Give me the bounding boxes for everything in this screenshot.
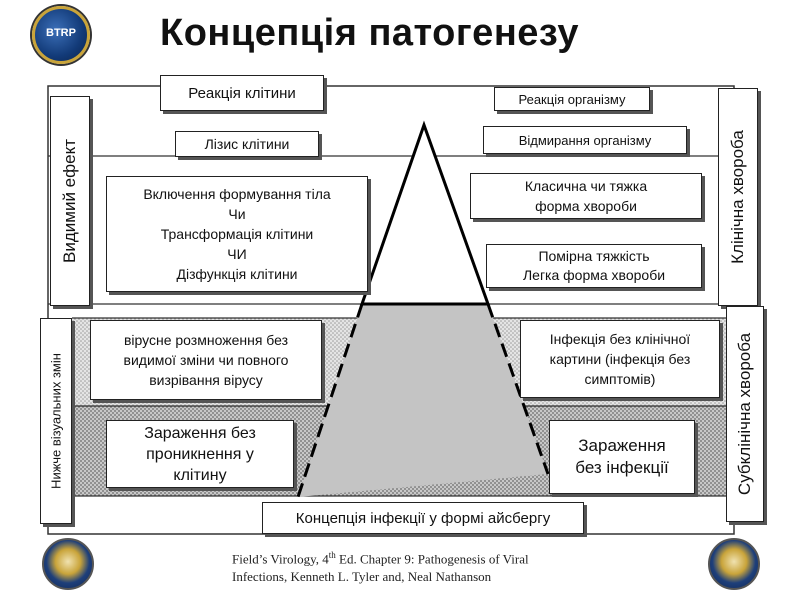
cell-lysis-box: Лізис клітини (175, 131, 319, 157)
classic-disease-line: форма хвороби (535, 198, 637, 214)
moderate-disease-box: Помірна тяжкість Легка форма хвороби (486, 244, 702, 288)
btrp-logo: BTRP (32, 6, 90, 64)
source-citation: Field’s Virology, 4th Ed. Chapter 9: Pat… (232, 546, 529, 586)
virus-replication-box: вірусне розмноження без видимої зміни чи… (90, 320, 322, 400)
visible-effect-label-box: Видимий ефект (50, 96, 90, 306)
iceberg-submerged (298, 304, 548, 497)
iceberg-dashed-edge (296, 303, 364, 498)
exposure-no-penetration-line: Зараження без (144, 424, 256, 442)
organism-reaction-header: Реакція організму (494, 87, 650, 111)
visible-effect-label: Видимий ефект (60, 139, 79, 263)
exposure-no-infection-line: без інфекції (575, 458, 669, 477)
exposure-no-penetration-line: проникнення у (146, 445, 254, 463)
source-line-2: Infections, Kenneth L. Tyler and, Neal N… (232, 569, 492, 585)
classic-disease-box: Класична чи тяжка форма хвороби (470, 173, 702, 219)
source-line-1: Field’s Virology, 4th Ed. Chapter 9: Pat… (232, 550, 529, 567)
dtra-seal-right (708, 538, 760, 590)
below-visual-label: Нижче візуальних змін (48, 353, 64, 489)
inclusion-line: ЧИ (227, 246, 247, 262)
exposure-no-infection-line: Зараження (578, 436, 666, 455)
inclusion-line: Включення формування тіла (143, 186, 331, 202)
classic-disease-line: Класична чи тяжка (524, 178, 648, 194)
subclinical-disease-label: Субклінічна хвороба (735, 332, 754, 496)
moderate-disease-line: Помірна тяжкість (538, 248, 650, 264)
iceberg-concept-label: Концепція інфекції у формі айсбергу (262, 502, 584, 534)
subclinical-disease-label-box: Субклінічна хвороба (726, 306, 764, 522)
iceberg-visible (359, 120, 491, 306)
asymptomatic-infection-line: Інфекція без клінічної (549, 331, 691, 347)
inclusion-body-box: Включення формування тіла Чи Трансформац… (106, 176, 368, 292)
below-visual-label-box: Нижче візуальних змін (40, 318, 72, 524)
clinical-disease-label-box: Клінічна хвороба (718, 88, 758, 306)
inclusion-line: Дізфункція клітини (176, 266, 298, 282)
dtra-seal-left (42, 538, 94, 590)
asymptomatic-infection-line: симптомів) (584, 371, 656, 387)
exposure-no-infection-box: Зараження без інфекції (549, 420, 695, 494)
exposure-no-penetration-line: клітину (173, 466, 227, 484)
virus-replication-line: визрівання вірусу (149, 372, 263, 388)
virus-replication-line: видимої зміни чи повного (123, 352, 289, 368)
inclusion-line: Трансформація клітини (160, 226, 314, 242)
cell-reaction-header: Реакція клітини (160, 75, 324, 111)
asymptomatic-infection-box: Інфекція без клінічної картини (інфекція… (520, 320, 720, 398)
asymptomatic-infection-line: картини (інфекція без (549, 351, 691, 367)
moderate-disease-line: Легка форма хвороби (522, 267, 666, 283)
organism-death-box: Відмирання організму (483, 126, 687, 154)
exposure-no-penetration-box: Зараження без проникнення у клітину (106, 420, 294, 488)
inclusion-line: Чи (228, 206, 246, 222)
page-title: Концепція патогенезу (160, 12, 579, 54)
virus-replication-line: вірусне розмноження без (123, 332, 289, 348)
clinical-disease-label: Клінічна хвороба (728, 130, 747, 264)
iceberg-dashed-edge (486, 303, 550, 475)
